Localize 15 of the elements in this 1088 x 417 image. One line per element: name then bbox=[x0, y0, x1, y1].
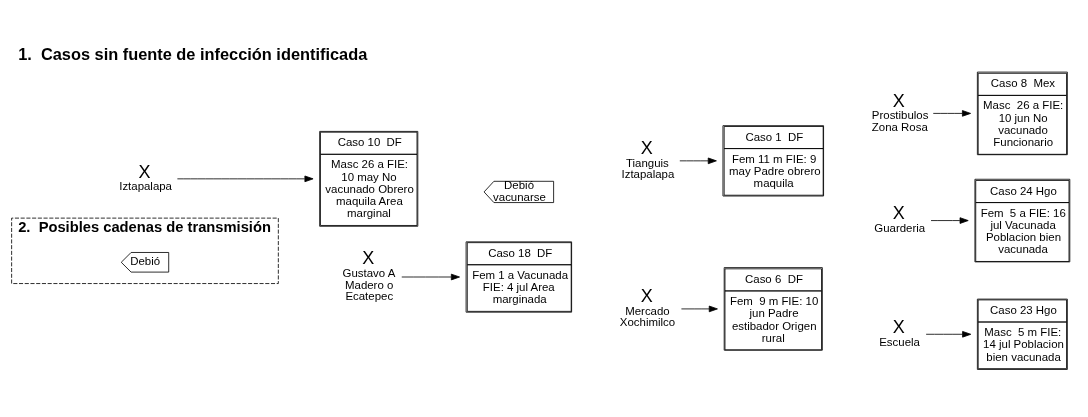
arrow bbox=[930, 217, 969, 224]
node-text: X Gustavo A Madero o Ecatepec bbox=[342, 248, 396, 303]
diagram-title: 1. Casos sin fuente de infección identificada bbox=[18, 44, 368, 63]
node-text: X Mercado Xochimilco bbox=[619, 286, 676, 329]
arrow bbox=[932, 110, 971, 117]
arrow bbox=[401, 273, 460, 281]
arrow bbox=[177, 175, 314, 183]
node-text: X Iztapalapa bbox=[119, 161, 172, 193]
arrow bbox=[681, 305, 718, 313]
node-text: X Tianguis Iztapalapa bbox=[621, 137, 675, 181]
arrow bbox=[679, 157, 717, 165]
node-text: X Guarderia bbox=[874, 203, 926, 235]
arrow bbox=[925, 331, 972, 338]
node-text: X Prostibulos Zona Rosa bbox=[871, 90, 929, 133]
node-text: X Escuela bbox=[879, 317, 920, 348]
